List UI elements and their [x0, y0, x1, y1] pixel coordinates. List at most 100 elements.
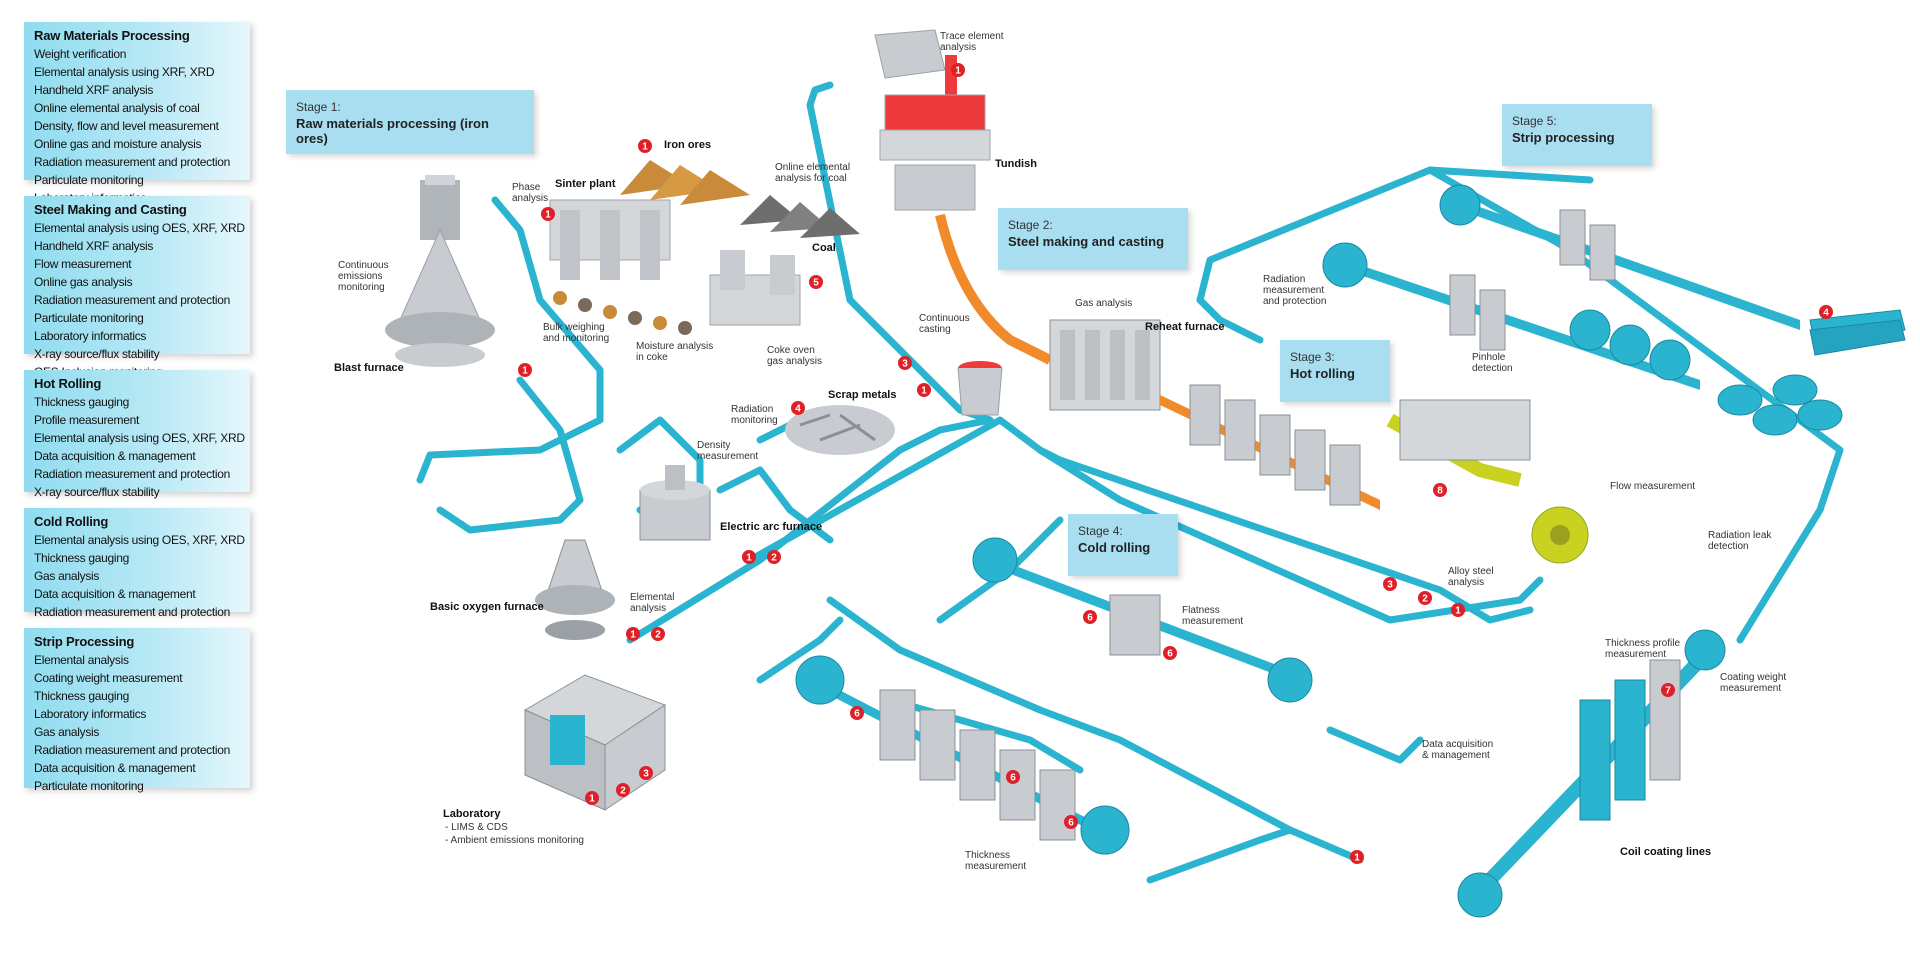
casting-strand [935, 213, 1053, 365]
label-thickness-measurement: Thickness [965, 850, 1010, 861]
panel-item: Elemental analysis using OES, XRF, XRD [34, 221, 245, 235]
label-trace-analysis: Trace element [940, 31, 1004, 42]
stage-4-box: Stage 4: Cold rolling [1068, 514, 1178, 576]
svg-text:1: 1 [955, 66, 961, 77]
badge: 2 [767, 550, 781, 564]
label-flow-measurement: Flow measurement [1610, 481, 1695, 492]
badge: 1 [917, 383, 931, 397]
label-coke-oven-gas: Coke oven [767, 345, 815, 356]
badge: 2 [651, 627, 665, 641]
label-data-acquisition: & management [1422, 750, 1490, 761]
badge: 4 [791, 401, 805, 415]
label-phase-analysis: analysis [512, 193, 548, 204]
label-density-measurement: measurement [697, 451, 758, 462]
label-continuous-emissions: emissions [338, 271, 382, 282]
label-blast-furnace: Blast furnace [334, 362, 404, 374]
badge: 1 [1350, 850, 1364, 864]
badge: 4 [1819, 305, 1833, 319]
iron-ore-piles-illustration [620, 160, 750, 205]
label-thickness-profile: measurement [1605, 649, 1666, 660]
svg-text:6: 6 [854, 709, 860, 720]
svg-text:2: 2 [771, 553, 777, 564]
panel-item: Online gas analysis [34, 275, 133, 289]
panel-item: Elemental analysis using OES, XRF, XRD [34, 431, 245, 445]
label-radiation-monitoring: Radiation [731, 404, 773, 415]
svg-text:1: 1 [1455, 606, 1461, 617]
panel-strip-processing: Strip Processing Elemental analysis Coat… [24, 628, 250, 793]
panel-item: X-ray source/flux stability [34, 347, 160, 361]
badge: 6 [1064, 815, 1078, 829]
panel-item: Particulate monitoring [34, 173, 144, 187]
panel-item: Radiation measurement and protection [34, 293, 230, 307]
coke-oven-illustration [709, 250, 801, 326]
panel-item: Flow measurement [34, 257, 132, 271]
panel-item: Radiation measurement and protection [34, 155, 230, 169]
svg-text:1: 1 [522, 366, 528, 377]
label-alloy-steel: analysis [1448, 577, 1484, 588]
svg-text:6: 6 [1010, 773, 1016, 784]
panel-item: Weight verification [34, 47, 127, 61]
panel-title: Hot Rolling [34, 376, 102, 391]
panel-item: Thickness gauging [34, 551, 129, 565]
stage-name: Cold rolling [1078, 540, 1151, 555]
coil-coating-line-illustration [1457, 629, 1726, 918]
badge: 6 [1163, 646, 1177, 660]
scrap-metal-illustration [785, 405, 895, 455]
pipe [1146, 826, 1294, 884]
panel-item: Gas analysis [34, 725, 100, 739]
panel-item: Elemental analysis [34, 653, 129, 667]
label-moisture-analysis: Moisture analysis [636, 341, 713, 352]
panel-item: Data acquisition & management [34, 449, 196, 463]
label-iron-ores: Iron ores [664, 139, 711, 151]
laboratory-illustration [523, 674, 667, 811]
stage-1-box: Stage 1: Raw materials processing (iron … [286, 90, 534, 154]
stage-name: Hot rolling [1290, 366, 1355, 381]
label-coal-online-analysis: Online elemental [775, 162, 850, 173]
badge: 1 [1451, 603, 1465, 617]
panel-title: Cold Rolling [34, 514, 109, 529]
pipe [756, 616, 844, 684]
label-coil-coating: Coil coating lines [1620, 846, 1711, 858]
panel-item: Profile measurement [34, 413, 140, 427]
label-coal-online-analysis: analysis for coal [775, 173, 847, 184]
badge: 1 [626, 627, 640, 641]
panel-hot-rolling: Hot Rolling Thickness gauging Profile me… [24, 370, 250, 499]
label-pinhole-detection: Pinhole [1472, 352, 1506, 363]
badge: 6 [850, 706, 864, 720]
panel-item: Data acquisition & management [34, 761, 196, 775]
label-data-acquisition: Data acquisition [1422, 739, 1493, 750]
electric-arc-furnace-illustration [639, 465, 711, 541]
coal-piles-illustration [740, 195, 860, 238]
badge: 1 [585, 791, 599, 805]
stage-2-box: Stage 2: Steel making and casting [998, 208, 1188, 270]
panel-item: Laboratory informatics [34, 329, 147, 343]
badge: 1 [638, 139, 652, 153]
pipe [1426, 166, 1594, 184]
panel-raw-materials: Raw Materials Processing Weight verifica… [24, 22, 250, 205]
label-continuous-emissions: monitoring [338, 282, 385, 293]
label-flatness: measurement [1182, 616, 1243, 627]
stage-5-box: Stage 5: Strip processing [1502, 104, 1652, 166]
panel-title: Steel Making and Casting [34, 202, 187, 217]
svg-text:1: 1 [1354, 853, 1360, 864]
stage-number: Stage 1: [296, 100, 341, 114]
badge: 5 [809, 275, 823, 289]
basic-oxygen-furnace-illustration [535, 539, 615, 640]
label-laboratory-item: - LIMS & CDS [445, 822, 508, 833]
label-thickness-measurement: measurement [965, 861, 1026, 872]
label-coating-weight: measurement [1720, 683, 1781, 694]
pipe [1326, 726, 1424, 764]
svg-text:3: 3 [1387, 580, 1393, 591]
svg-text:4: 4 [1823, 308, 1829, 319]
svg-text:3: 3 [902, 359, 908, 370]
svg-text:4: 4 [795, 404, 801, 415]
label-flatness: Flatness [1182, 605, 1220, 616]
panel-title: Strip Processing [34, 634, 135, 649]
label-trace-analysis: analysis [940, 42, 976, 53]
panel-item: Thickness gauging [34, 689, 129, 703]
label-reheat-furnace: Reheat furnace [1145, 321, 1224, 333]
svg-text:1: 1 [642, 142, 648, 153]
svg-text:1: 1 [545, 210, 551, 221]
label-coal: Coal [812, 242, 836, 254]
